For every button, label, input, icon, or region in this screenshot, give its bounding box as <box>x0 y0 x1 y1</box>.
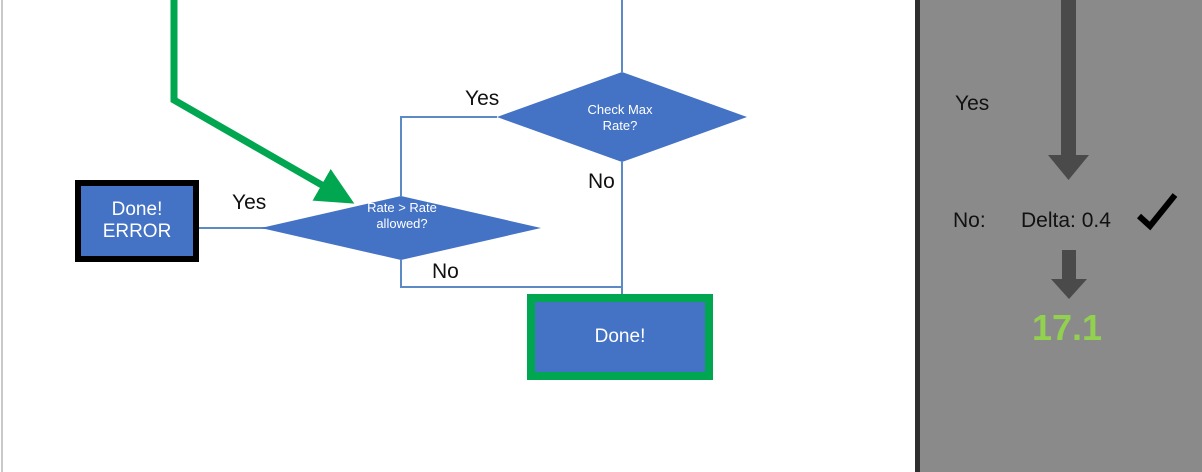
arrow-down-long-icon <box>1048 0 1089 180</box>
edge-label-no-rate-gt: No <box>432 260 459 283</box>
panel-delta-value: Delta: 0.4 <box>1021 209 1111 232</box>
edge-label-yes-check-max: Yes <box>465 87 500 110</box>
flowchart-canvas: Check Max Rate? Rate > Rate allowed? Don… <box>1 0 747 472</box>
check-mark-icon <box>1136 193 1178 231</box>
done-error-line1: Done! <box>111 199 163 221</box>
edge-label-yes-rate-gt: Yes <box>232 191 267 214</box>
connector-no-rate-gt-to-done <box>400 260 622 288</box>
arrow-down-short-icon <box>1051 250 1087 299</box>
done-label: Done! <box>594 326 646 348</box>
highlight-path-to-rate-gt <box>170 0 355 204</box>
panel-yes-label: Yes <box>955 92 990 115</box>
decision-rate-gt-shape[interactable] <box>261 196 541 260</box>
panel-result-value: 17.1 <box>1031 307 1103 348</box>
done-error-line2: ERROR <box>102 221 172 242</box>
panel-arrows <box>1048 0 1089 299</box>
process-done-error-box[interactable]: Done! ERROR <box>75 180 199 262</box>
process-done-box[interactable]: Done! <box>527 294 713 380</box>
edge-label-no-check-max: No <box>588 170 615 193</box>
connector-yes-check-max-to-rate-gt <box>400 116 497 196</box>
decision-check-max-rate-shape[interactable] <box>497 72 747 162</box>
status-panel: Yes No: Delta: 0.4 17.1 <box>915 0 1202 472</box>
panel-no-label: No: <box>953 209 986 232</box>
flowchart-connectors <box>1 0 747 472</box>
